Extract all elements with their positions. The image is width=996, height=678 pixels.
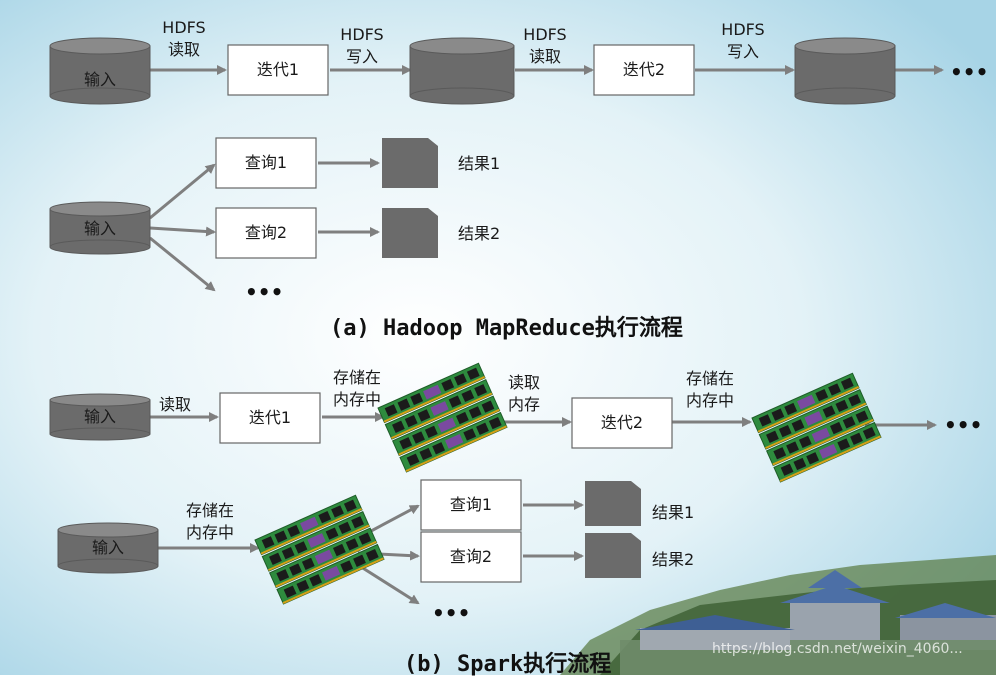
hadoop-input-storage: [49, 37, 151, 105]
hadoop-result2-label: 结果2: [458, 224, 500, 243]
store-in-memory-label: 存储在: [333, 368, 381, 387]
spark-iteration1-label: 迭代1: [249, 408, 291, 427]
hadoop-input-label: 输入: [84, 70, 116, 89]
hdfs-read-label: 读取: [529, 47, 561, 66]
store-in-memory-label: 存储在: [686, 369, 734, 388]
spark-query-input-storage: [57, 522, 159, 574]
spark-input-label: 输入: [84, 407, 116, 426]
read-memory-label: 内存: [508, 395, 540, 414]
memory-icon: [752, 373, 881, 482]
hdfs-storage: [409, 37, 515, 105]
hadoop-result1-doc: [382, 138, 438, 188]
hdfs-read-label: HDFS: [523, 25, 566, 44]
hdfs-write-label: 写入: [346, 47, 378, 66]
spark-read-label: 读取: [159, 395, 191, 414]
store-in-memory-label: 内存中: [186, 523, 234, 542]
hadoop-caption: (a) Hadoop MapReduce执行流程: [330, 316, 683, 341]
hadoop-iteration1-box: [227, 44, 329, 96]
hdfs-write-label: 写入: [727, 42, 759, 61]
spark-result2-doc: [585, 533, 641, 578]
spark-result2-label: 结果2: [652, 550, 694, 569]
hadoop-result1-label: 结果1: [458, 154, 500, 173]
hadoop-query-ellipsis: •••: [245, 280, 283, 304]
memory-icon: [378, 363, 507, 472]
store-in-memory-label: 内存中: [333, 390, 381, 409]
arrow: [149, 226, 216, 237]
hadoop-query2-label: 查询2: [245, 223, 287, 242]
spark-query1-label: 查询1: [450, 495, 492, 514]
watermark: https://blog.csdn.net/weixin_4060...: [712, 641, 963, 657]
hadoop-query2-box: [215, 207, 317, 259]
spark-input-storage: [49, 393, 151, 441]
spark-iteration1-box: [219, 392, 321, 444]
hadoop-query-input-storage: [49, 201, 151, 255]
arrow: [149, 236, 216, 292]
hdfs-write-label: HDFS: [340, 25, 383, 44]
spark-query2-box: [420, 531, 522, 583]
hadoop-query1-box: [215, 137, 317, 189]
hadoop-query1-label: 查询1: [245, 153, 287, 172]
hadoop-iteration1-label: 迭代1: [257, 60, 299, 79]
hadoop-query-input-label: 输入: [84, 219, 116, 238]
hadoop-ellipsis: •••: [950, 60, 988, 84]
spark-query2-label: 查询2: [450, 547, 492, 566]
arrow: [357, 563, 420, 605]
hdfs-read-label: HDFS: [162, 18, 205, 37]
spark-result1-doc: [585, 481, 641, 526]
hdfs-read-label: 读取: [168, 40, 200, 59]
spark-query1-box: [420, 479, 522, 531]
store-in-memory-label: 存储在: [186, 501, 234, 520]
spark-caption: (b) Spark执行流程: [404, 652, 612, 677]
read-memory-label: 读取: [508, 373, 540, 392]
hadoop-iteration2-label: 迭代2: [623, 60, 665, 79]
hadoop-result2-doc: [382, 208, 438, 258]
spark-ellipsis: •••: [944, 413, 982, 437]
arrow: [149, 163, 216, 220]
store-in-memory-label: 内存中: [686, 391, 734, 410]
hadoop-iteration2-box: [593, 44, 695, 96]
spark-query-input-label: 输入: [92, 538, 124, 557]
hdfs-storage: [794, 37, 896, 105]
spark-query-ellipsis: •••: [432, 601, 470, 625]
spark-iteration2-label: 迭代2: [601, 413, 643, 432]
scenery-image: [560, 555, 996, 675]
memory-icon: [255, 495, 384, 604]
hdfs-write-label: HDFS: [721, 20, 764, 39]
spark-iteration2-box: [571, 397, 673, 449]
spark-result1-label: 结果1: [652, 503, 694, 522]
